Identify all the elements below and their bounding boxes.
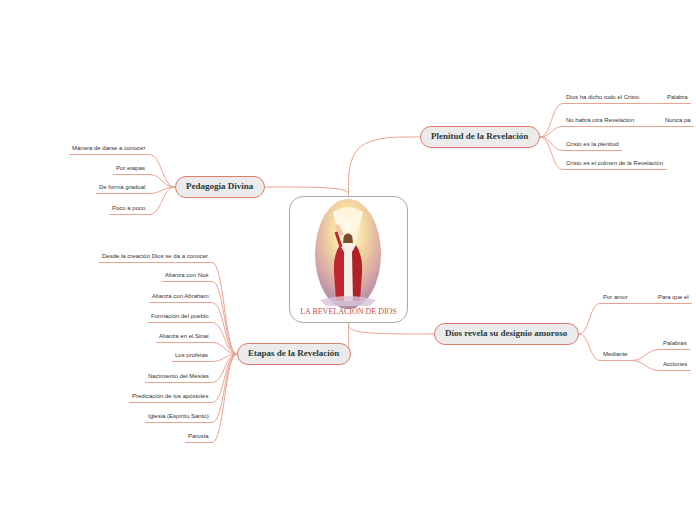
branch-line <box>149 187 175 215</box>
node-label: Palabras <box>663 340 687 347</box>
node-label: Dios revela su designio amoroso <box>445 329 568 339</box>
branch-line <box>631 350 660 361</box>
main-topic: Etapas de la Revelación <box>237 343 351 365</box>
branch-line <box>212 354 237 443</box>
branch-line <box>540 127 563 138</box>
node-label: Los profetas <box>175 352 209 359</box>
main-topic: Plenitud de la Revelación <box>420 126 540 148</box>
node-label: Plenitud de la Revelación <box>431 132 529 142</box>
branch-line <box>212 354 237 423</box>
subtopic: Los profetas <box>172 352 212 362</box>
central-topic: LA REVELACIÓN DE DIOS <box>289 196 408 323</box>
node-label: De forma gradual <box>99 184 146 191</box>
subtopic: Desde la creación Dios se da a conocer <box>99 253 212 263</box>
subtopic: Alianza en el Sinaí <box>156 333 212 343</box>
subtopic: Mediante <box>600 351 631 361</box>
node-label: Nacimiento del Mesías <box>148 373 209 380</box>
subtopic: Alianza con Abraham <box>149 293 212 303</box>
node-label: Formación del pueblo <box>151 313 209 320</box>
node-label: No habrá otra Revelación <box>566 117 635 124</box>
node-label: Cristo es la plenitud <box>566 141 619 148</box>
branch-line <box>212 303 237 355</box>
node-label: Desde la creación Dios se da a conocer <box>102 253 209 260</box>
node-label: Por amor <box>603 294 628 301</box>
subtopic: Nunca pa <box>662 117 694 127</box>
branch-line <box>212 263 237 355</box>
branch-line <box>638 126 662 127</box>
main-topic: Pedagogía Divina <box>175 176 265 198</box>
branch-line <box>540 104 563 138</box>
subtopic: De forma gradual <box>96 184 149 194</box>
node-label: Acciones <box>663 361 688 368</box>
branch-line <box>265 187 349 196</box>
node-label: Alianza en el Sinaí <box>159 333 209 340</box>
node-label: Dios ha dicho todo el Cristo <box>566 94 640 101</box>
node-label: Cristo es el culmen de la Revelación <box>566 160 664 167</box>
branch-line <box>579 304 600 335</box>
node-label: Parusía <box>188 433 209 440</box>
branch-line <box>643 103 664 104</box>
subtopic: Alianza con Noé <box>162 272 212 282</box>
subtopic: Poco a poco <box>109 205 149 215</box>
node-label: Alianza con Abraham <box>152 293 209 300</box>
subtopic: Por etapas <box>113 165 149 175</box>
node-label: Predicación de los apóstoles <box>132 393 209 400</box>
branch-line <box>149 155 175 188</box>
branch-line <box>631 361 660 371</box>
subtopic: Dios ha dicho todo el Cristo <box>563 94 643 104</box>
node-label: Por etapas <box>116 165 146 172</box>
branch-line <box>212 282 237 355</box>
branch-line <box>149 175 175 188</box>
subtopic: Formación del pueblo <box>148 313 212 323</box>
node-label: LA REVELACIÓN DE DIOS <box>300 307 397 316</box>
node-label: Nunca pa <box>665 117 691 124</box>
branch-line <box>349 137 421 196</box>
subtopic: Palabra <box>664 94 691 104</box>
subtopic: Parusía <box>185 433 212 443</box>
branch-line <box>212 323 237 355</box>
branch-line <box>579 334 600 361</box>
node-label: Iglesia (Espíritu Santo) <box>148 413 209 420</box>
subtopic: Predicación de los apóstoles <box>129 393 212 403</box>
node-label: Palabra <box>667 94 688 101</box>
subtopic: Cristo es el culmen de la Revelación <box>563 160 667 170</box>
node-label: Para que el <box>658 294 689 301</box>
subtopic: Nacimiento del Mesías <box>145 373 212 383</box>
main-topic: Dios revela su designio amoroso <box>434 323 579 345</box>
node-label: Poco a poco <box>112 205 146 212</box>
branch-line <box>212 343 237 355</box>
branch-line <box>540 137 563 151</box>
subtopic: Acciones <box>660 361 691 371</box>
node-label: Manera de darse a conocer <box>72 145 146 152</box>
node-label: Mediante <box>603 351 628 358</box>
node-label: Alianza con Noé <box>165 272 209 279</box>
subtopic: Para que el <box>655 294 692 304</box>
subtopic: Manera de darse a conocer <box>69 145 149 155</box>
subtopic: Palabras <box>660 340 690 350</box>
branch-line <box>631 303 655 304</box>
subtopic: No habrá otra Revelación <box>563 117 638 127</box>
node-label: Etapas de la Revelación <box>248 349 340 359</box>
subtopic: Cristo es la plenitud <box>563 141 622 151</box>
branch-line <box>349 323 435 334</box>
subtopic: Por amor <box>600 294 631 304</box>
node-label: Pedagogía Divina <box>186 182 254 192</box>
christ-picture <box>315 199 381 309</box>
branch-line <box>540 137 563 170</box>
subtopic: Iglesia (Espíritu Santo) <box>145 413 212 423</box>
